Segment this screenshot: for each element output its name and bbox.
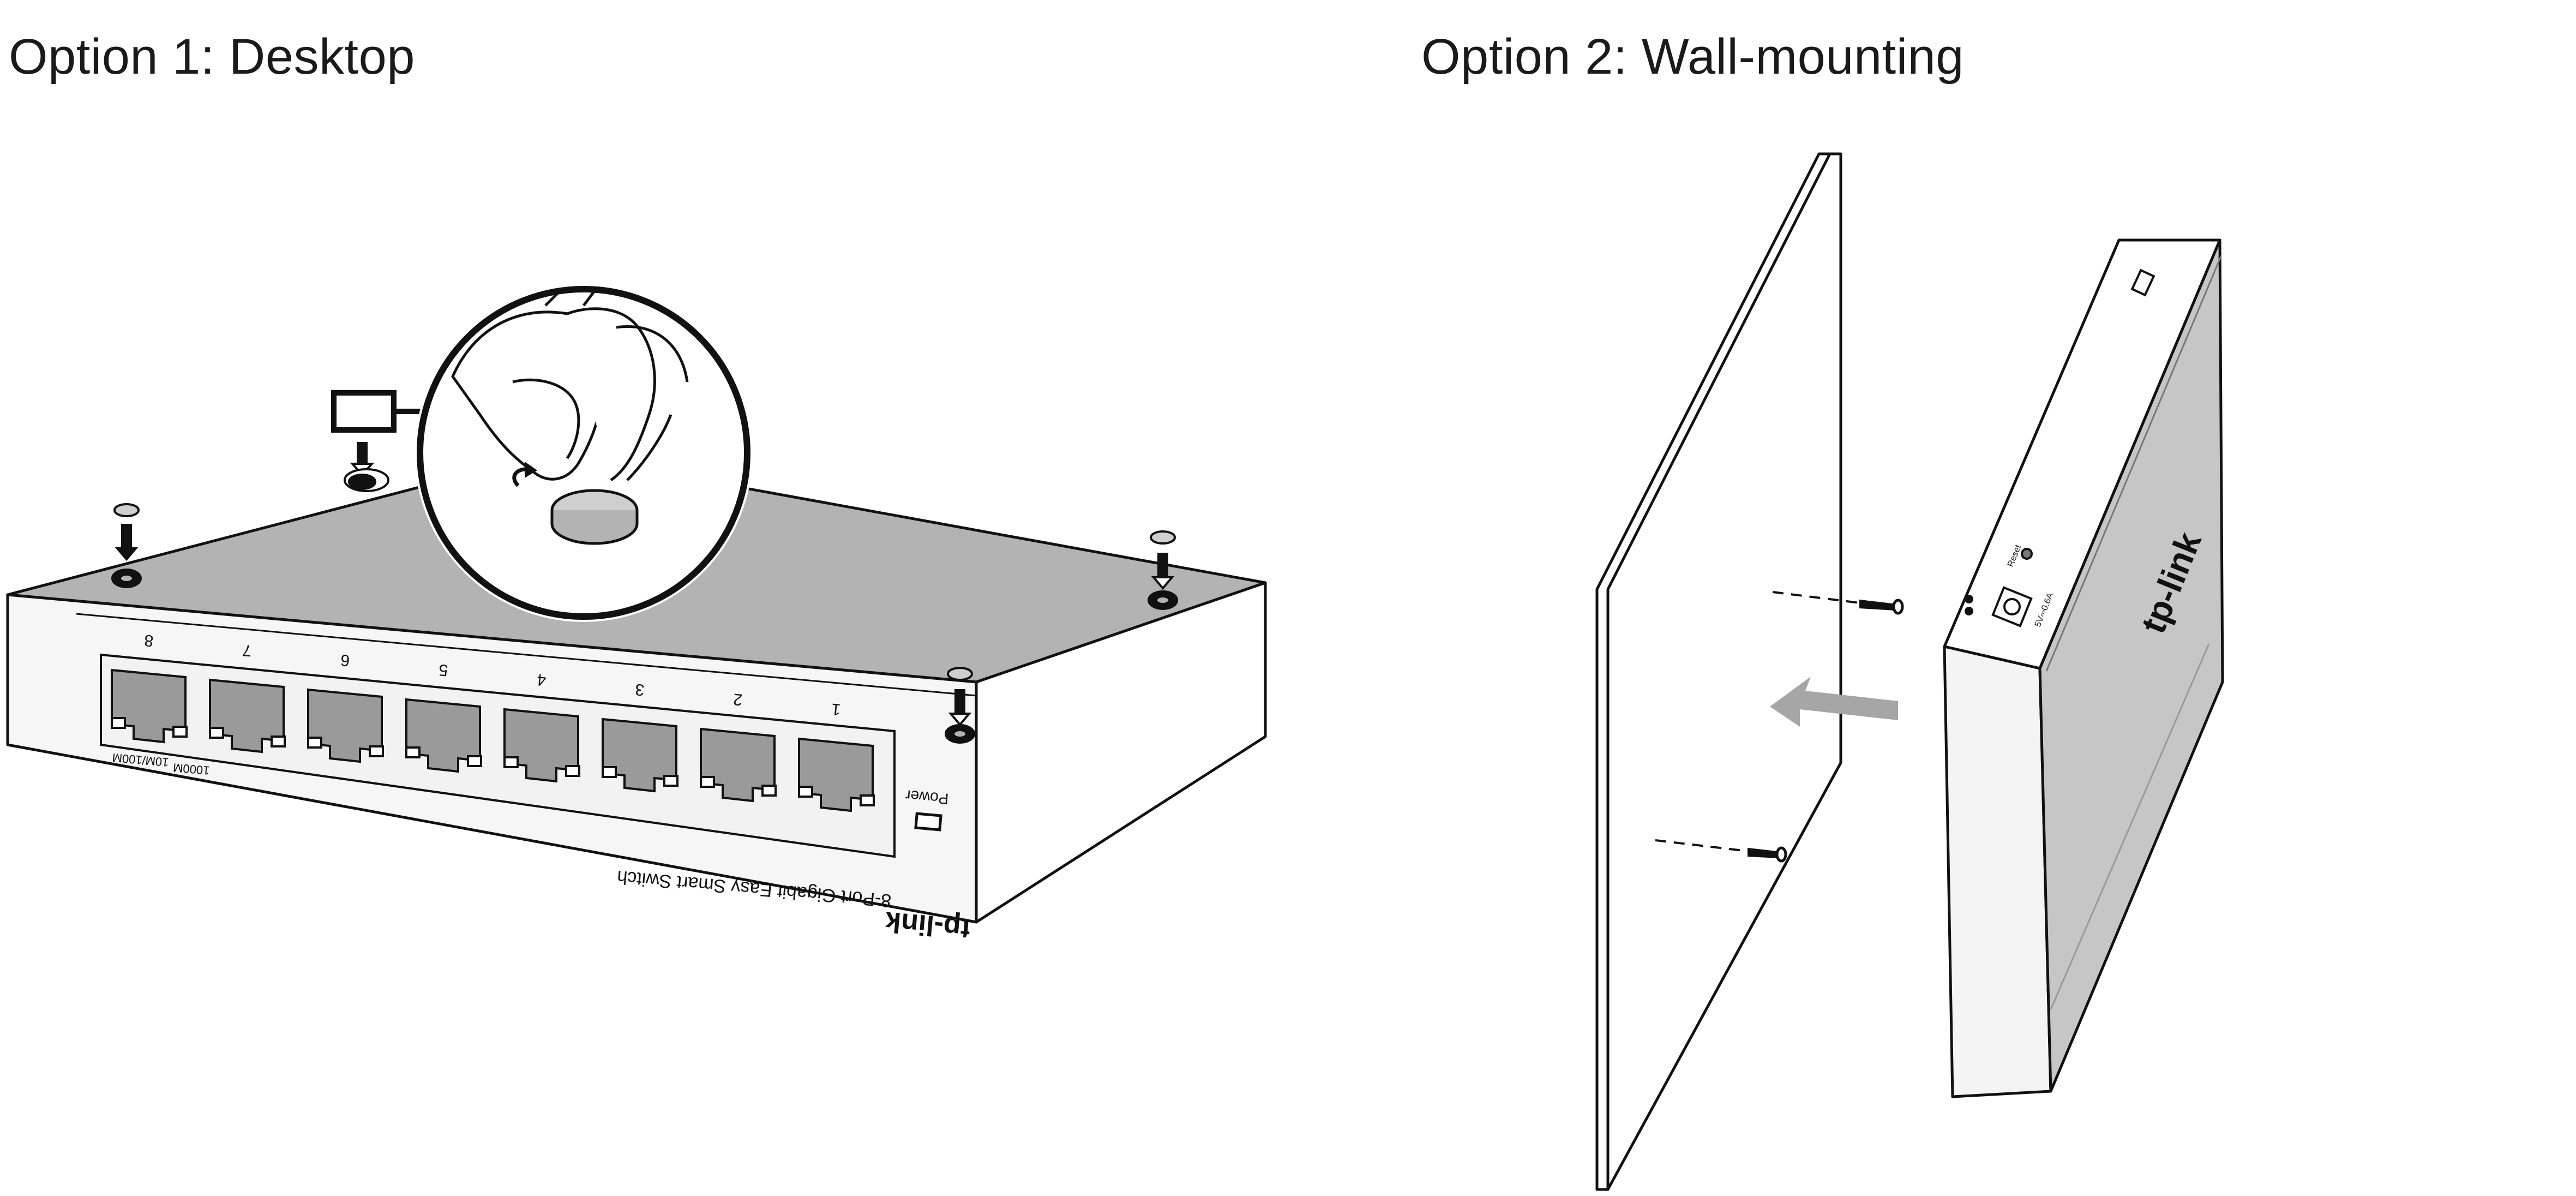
port-number-5: 5 xyxy=(438,661,449,679)
wall-switch xyxy=(1943,238,2224,1098)
port-number-8: 8 xyxy=(143,631,154,650)
mounting-screws xyxy=(1655,591,1904,863)
mount-direction-arrow xyxy=(1770,677,1898,727)
brand-logo-text: tp-link xyxy=(884,905,972,944)
port-number-2: 2 xyxy=(732,690,743,709)
port-number-7: 7 xyxy=(242,641,253,660)
port-2 xyxy=(700,727,777,803)
port-number-3: 3 xyxy=(634,680,645,699)
rubber-feet xyxy=(111,442,1178,744)
port-6 xyxy=(307,688,384,763)
option2-heading: Option 2: Wall-mounting xyxy=(1421,29,1964,85)
wall-switch-side xyxy=(2038,238,2224,1093)
wall-panel xyxy=(1595,152,1842,1191)
port-1 xyxy=(798,737,875,812)
port-3 xyxy=(602,717,678,793)
option1-heading: Option 1: Desktop xyxy=(9,29,415,85)
port-8 xyxy=(111,668,188,744)
power-led xyxy=(914,812,942,832)
ethernet-ports xyxy=(111,668,875,812)
port-5 xyxy=(405,698,482,773)
magnified-detail xyxy=(415,284,753,622)
port-4 xyxy=(503,708,580,783)
port-panel xyxy=(100,653,896,858)
switch-side-face xyxy=(975,581,1267,924)
power-label: Power xyxy=(905,787,950,808)
wall-switch-details xyxy=(1965,268,2155,627)
led-legend-1000m: 1000M xyxy=(172,761,210,778)
port-number-1: 1 xyxy=(831,700,842,719)
wall-switch-front xyxy=(1943,645,2052,1098)
callout xyxy=(331,390,431,433)
port-7 xyxy=(209,678,286,754)
port-number-6: 6 xyxy=(340,651,351,669)
port-number-4: 4 xyxy=(536,671,547,689)
